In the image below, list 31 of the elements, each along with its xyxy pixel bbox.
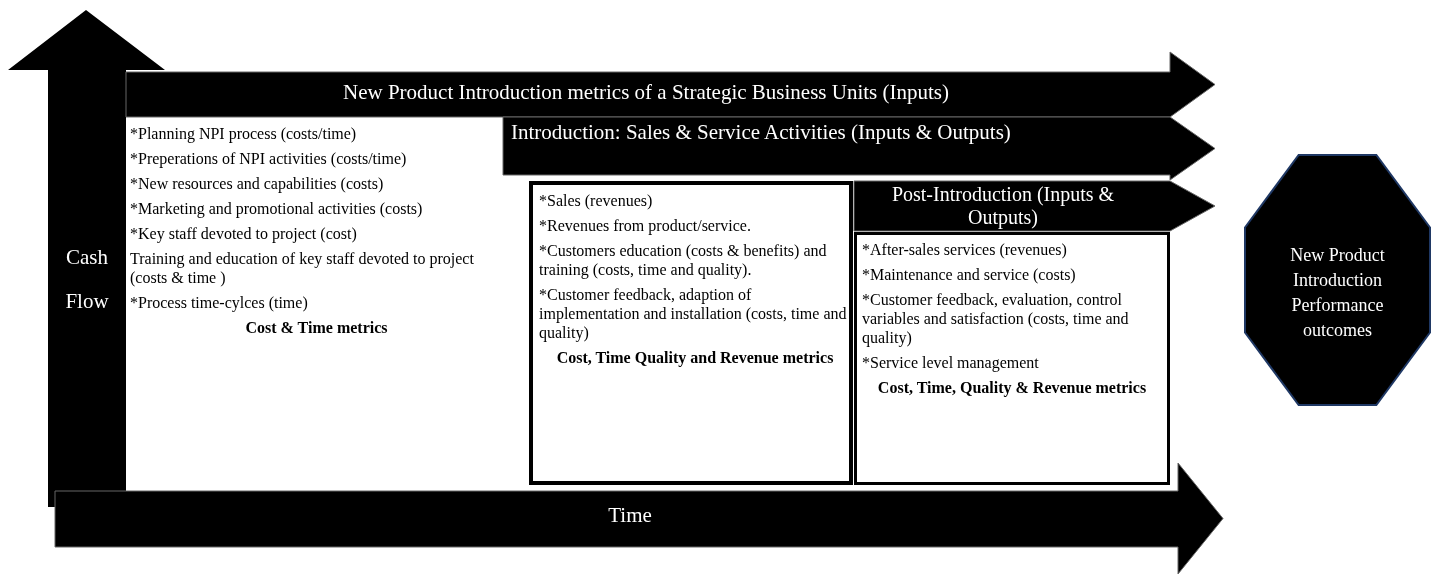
metric-item: *Revenues from product/service. bbox=[539, 216, 752, 235]
arrow-band bbox=[854, 181, 1215, 231]
band-label: New Product Introduction metrics of a Strategic Business Units (Inputs) bbox=[342, 80, 950, 104]
metric-item: *Customer feedback, adaption of implementation and installation (costs, time and quality) bbox=[539, 285, 848, 342]
metric-item: *Key staff devoted to project (cost) bbox=[130, 224, 358, 243]
metric-item: *Customers education (costs & benefits) and training (costs, time and quality). bbox=[539, 241, 828, 279]
metric-item: *New resources and capabilities (costs) bbox=[130, 174, 385, 193]
outcome-label: New Product Introduction Performance outcomes bbox=[1289, 244, 1386, 342]
arrow-band bbox=[503, 117, 1215, 180]
horizontal-axis-arrow bbox=[55, 463, 1223, 574]
arrow-band bbox=[126, 52, 1215, 117]
metric-item: *Service level management bbox=[862, 353, 1040, 372]
metric-item: *Marketing and promotional activities (costs) bbox=[130, 199, 424, 218]
metrics-heading: Cost, Time Quality and Revenue metrics bbox=[555, 348, 835, 367]
metrics-heading: Cost, Time, Quality & Revenue metrics bbox=[876, 378, 1148, 397]
metric-item: *Planning NPI process (costs/time) bbox=[130, 124, 358, 143]
metric-item: *Preperations of NPI activities (costs/time) bbox=[130, 149, 408, 168]
metric-item: *Sales (revenues) bbox=[539, 191, 654, 210]
metric-item: *After-sales services (revenues) bbox=[862, 240, 1068, 259]
band-label: Post-Introduction (Inputs & Outputs) bbox=[890, 183, 1116, 229]
metrics-box bbox=[854, 232, 1170, 485]
metric-item: *Customer feedback, evaluation, control variables and satisfaction (costs, time and quality) bbox=[862, 290, 1130, 347]
metric-item: Training and education of key staff devoted to project (costs & time ) bbox=[130, 249, 475, 287]
metrics-box bbox=[529, 181, 853, 485]
metric-item: *Process time-cylces (time) bbox=[130, 293, 309, 312]
axis-label: Cash Flow bbox=[64, 244, 110, 315]
outcome-octagon bbox=[1245, 155, 1430, 405]
axis-label: Time bbox=[607, 503, 653, 527]
metric-item: *Maintenance and service (costs) bbox=[862, 265, 1077, 284]
metrics-heading: Cost & Time metrics bbox=[244, 318, 389, 337]
band-label: Introduction: Sales & Service Activities (Inputs & Outputs) bbox=[511, 120, 1011, 144]
